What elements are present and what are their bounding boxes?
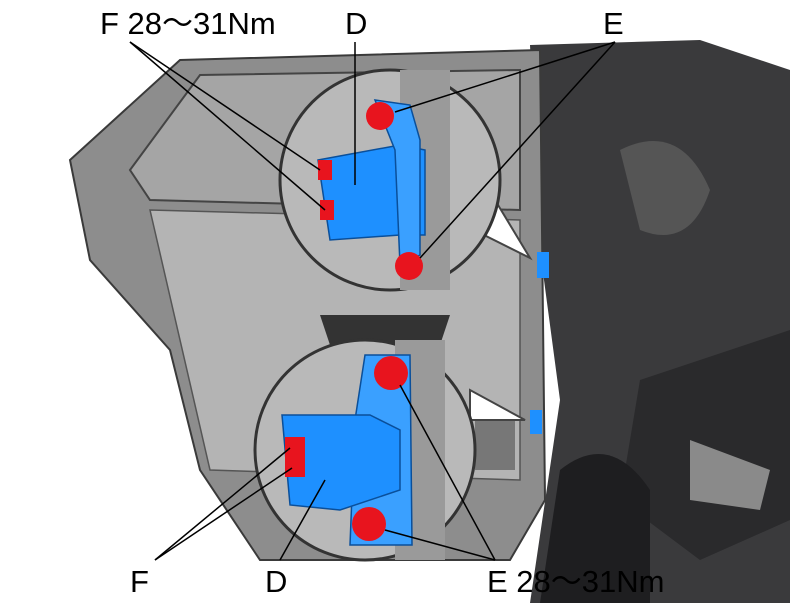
bolt-e-upper-bottom [395,252,423,280]
label-f-bottom: F [130,564,149,599]
hinge-d-lower [281,414,401,511]
leader-lines [129,41,616,561]
speaker-grille [475,420,515,470]
hinge-upper-small [537,252,549,278]
bolt-f-lower [285,437,305,477]
bolt-f-upper-1 [318,160,332,180]
label-d-top: D [345,6,368,41]
bolt-f-upper-2 [320,200,334,220]
label-d-bottom: D [265,564,288,599]
honeycomb-grille [690,440,770,510]
hinge-e-upper [373,99,421,267]
bolt-e-lower-top [374,356,408,390]
door-handle-area [320,315,450,345]
callout-pointer-lower [469,388,526,421]
label-e-torque-bottom: E 28～31Nm [487,564,665,599]
label-f-torque-top: F 28～31Nm [100,6,276,41]
bolt-e-upper-top [366,102,394,130]
wheel [540,454,650,603]
bolt-e-lower-bottom [352,507,386,541]
label-e-top: E [603,6,624,41]
steering-wheel [620,141,710,235]
hinge-lower-small [530,410,542,434]
